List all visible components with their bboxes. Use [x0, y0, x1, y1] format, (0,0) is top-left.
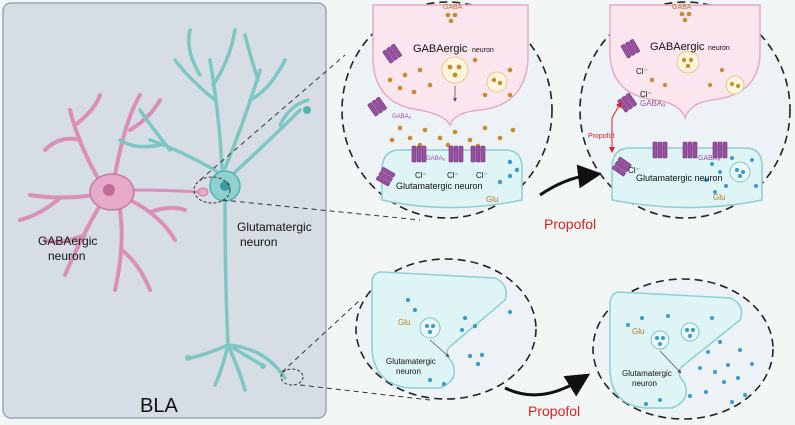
- propofol-arrow-bottom: [504, 373, 591, 397]
- bla-panel: [2, 2, 327, 419]
- glutamatergic-label-bottom-after-line1: Glutamatergic: [622, 369, 672, 378]
- receptor-label-after-2: GABAₐ: [698, 155, 720, 162]
- propofol-arrow-top: [539, 164, 602, 197]
- propofol-small-label: Propofol: [588, 133, 615, 140]
- gabaergic-neuron-label-line2: neuron: [48, 249, 85, 263]
- propofol-label-bottom: Propofol: [528, 403, 580, 419]
- gaba-label-after: GABA: [672, 4, 692, 11]
- glu-label-after: Glu: [713, 193, 725, 202]
- presynaptic-label-after: GABAergic: [650, 41, 705, 53]
- glutamatergic-label-bottom-after-line2: neuron: [632, 379, 657, 388]
- postsynaptic-label: Glutamatergic neuron: [396, 181, 483, 191]
- propofol-label-top: Propofol: [544, 216, 596, 232]
- receptor-label-after-1: GABAₐ: [640, 99, 666, 108]
- receptor-label-postsynaptic: GABAₐ: [426, 156, 446, 162]
- cl-label-2: Cl⁻: [447, 171, 459, 180]
- bla-region-label: BLA: [140, 395, 178, 417]
- receptor-label: GABAₐ: [392, 114, 412, 120]
- glutamatergic-label-bottom-line2: neuron: [396, 367, 421, 376]
- glu-label-bottom: Glu: [398, 318, 410, 327]
- glutamatergic-neuron-label-line2: neuron: [240, 235, 277, 249]
- glu-label: Glu: [486, 195, 498, 204]
- presynaptic-label-small-after: neuron: [708, 45, 730, 52]
- glu-label-bottom-after: Glu: [632, 327, 644, 336]
- synapse-top-before: GABA GABAergic neuron GABAₐ GABAₐ Cl⁻ Cl…: [341, 1, 553, 219]
- presynaptic-label: GABAergic: [413, 43, 468, 55]
- gaba-label: GABA: [443, 4, 463, 11]
- glutamatergic-neuron: [118, 28, 310, 392]
- cl-label-3: Cl⁻: [476, 171, 488, 180]
- cl-label-after-3: Cl⁻: [628, 166, 640, 175]
- cl-label-after-2: Cl⁻: [640, 90, 652, 99]
- cl-label-1: Cl⁻: [415, 171, 427, 180]
- cl-label-after-1: Cl⁻: [636, 67, 648, 76]
- gabaergic-neuron-label-line1: GABAergic: [38, 234, 97, 248]
- glutamatergic-neuron-label-line1: Glutamatergic: [237, 220, 312, 234]
- synapse-bottom-before: Glu Glutamatergic neuron: [355, 258, 537, 400]
- gabaergic-neuron: [18, 93, 202, 292]
- synapse-bottom-after: Glu Glutamatergic neuron: [592, 278, 774, 420]
- synapse-zoom-marker-top: [193, 176, 231, 204]
- synapse-top-after: GABA GABAergic neuron Cl⁻ Cl⁻ GABAₐ Prop…: [579, 1, 791, 219]
- synapse-zoom-marker-bottom: [280, 368, 304, 386]
- postsynaptic-label-after: Glutamatergic neuron: [636, 173, 723, 183]
- glutamatergic-label-bottom-line1: Glutamatergic: [386, 357, 436, 366]
- zoom-guides: [199, 54, 431, 401]
- presynaptic-label-small: neuron: [472, 47, 494, 54]
